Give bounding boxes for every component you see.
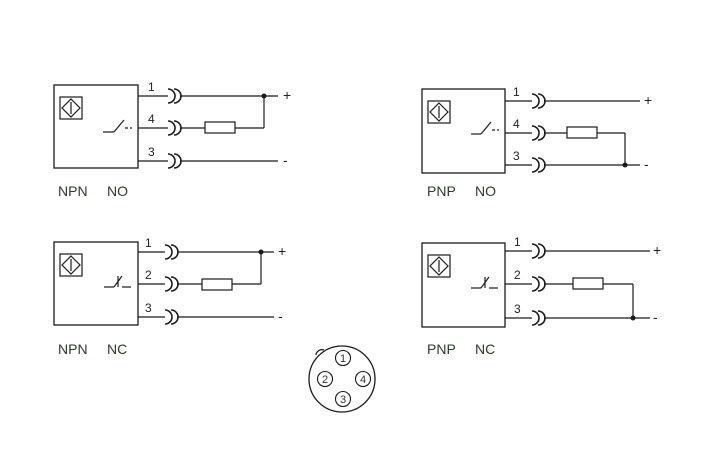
- socket-icon: [167, 153, 182, 169]
- sensor-housing: [421, 242, 506, 328]
- connector-pin: [354, 370, 372, 388]
- socket-icon: [531, 276, 546, 292]
- caption-output-type: NPN: [58, 341, 88, 357]
- caption-switch-mode: NC: [475, 341, 495, 357]
- load-resistor: [201, 278, 233, 291]
- junction-dot: [261, 93, 267, 99]
- pin-label: 1: [145, 236, 152, 250]
- socket-icon: [531, 310, 546, 326]
- polarity-positive: +: [653, 242, 661, 258]
- normally-open-switch-icon: [103, 119, 132, 133]
- pin-label: 1: [148, 80, 155, 94]
- socket-icon: [167, 120, 182, 136]
- normally-closed-switch-icon: [471, 276, 498, 289]
- caption-output-type: PNP: [427, 183, 456, 199]
- normally-closed-switch-icon: [104, 275, 131, 288]
- pin-label: 2: [514, 268, 521, 282]
- load-resistor: [572, 277, 604, 290]
- normally-open-switch-icon: [471, 121, 499, 135]
- connector-key-notch: [315, 349, 325, 356]
- polarity-positive: +: [644, 92, 652, 108]
- polarity-negative: -: [278, 308, 283, 324]
- caption-output-type: NPN: [58, 183, 88, 199]
- pin-label: 3: [513, 149, 520, 163]
- socket-icon: [531, 157, 546, 173]
- sensor-housing: [53, 84, 139, 169]
- connector-pin: [316, 370, 334, 388]
- diagram-npn-no: 1 4 3 + - NPN NO: [53, 80, 291, 199]
- socket-icon: [531, 93, 546, 109]
- caption-switch-mode: NO: [107, 183, 128, 199]
- pin-label: 3: [148, 145, 155, 159]
- load-resistor: [566, 126, 598, 139]
- socket-icon: [167, 88, 182, 104]
- polarity-positive: +: [283, 87, 291, 103]
- junction-dot: [258, 249, 264, 255]
- load-resistor: [204, 121, 236, 134]
- polarity-negative: -: [644, 156, 649, 172]
- socket-icon: [164, 309, 179, 325]
- diagram-pnp-no: 1 4 3 + - PNP NO: [421, 85, 652, 199]
- pin-label: 1: [513, 85, 520, 99]
- diagram-npn-nc: 1 2 3 + - NPN NC: [53, 236, 286, 357]
- connector-pin-number: 1: [340, 353, 346, 365]
- connector-pin-number: 3: [340, 394, 346, 406]
- pin-label: 3: [145, 301, 152, 315]
- pin-label: 2: [145, 268, 152, 282]
- sensor-housing: [53, 241, 139, 326]
- connector-pinout: 1 2 4 3: [308, 345, 376, 413]
- socket-icon: [531, 243, 546, 259]
- pin-label: 3: [514, 302, 521, 316]
- caption-switch-mode: NC: [107, 341, 127, 357]
- sensor-housing: [421, 88, 506, 174]
- diagram-pnp-nc: 1 2 3 + - PNP NC: [421, 235, 661, 357]
- caption-output-type: PNP: [427, 341, 456, 357]
- polarity-positive: +: [278, 243, 286, 259]
- connector-pin: [334, 390, 352, 408]
- socket-icon: [531, 125, 546, 141]
- pin-label: 4: [513, 117, 520, 131]
- caption-switch-mode: NO: [475, 183, 496, 199]
- connector-face: [308, 345, 376, 413]
- connector-pin-number: 2: [322, 374, 328, 386]
- pin-label: 1: [514, 235, 521, 249]
- connector-pin-number: 4: [360, 374, 366, 386]
- pin-label: 4: [148, 112, 155, 126]
- polarity-negative: -: [283, 152, 288, 168]
- socket-icon: [164, 244, 179, 260]
- polarity-negative: -: [653, 309, 658, 325]
- connector-pin: [334, 349, 352, 367]
- socket-icon: [164, 276, 179, 292]
